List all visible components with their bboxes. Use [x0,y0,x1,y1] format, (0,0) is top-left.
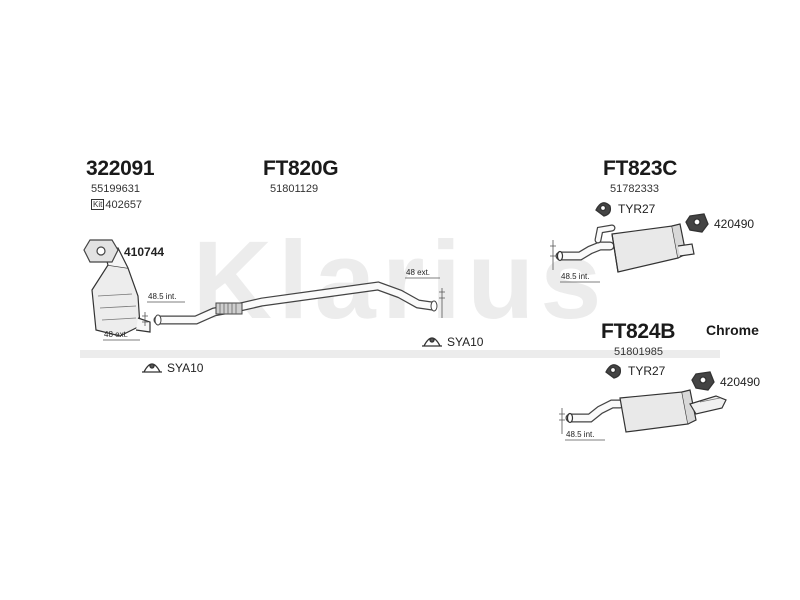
hanger-a-label: TYR27 [618,202,656,216]
rubber-b-shape [691,371,715,391]
rear-box-b-finish: Chrome [706,322,759,338]
rear-a-int-dim: 48.5 int. [561,272,590,281]
dimension-lines [103,240,605,441]
front-pipe-number: 322091 [86,157,155,180]
centre-pipe-oe: 51801129 [270,183,319,195]
clamp-mid-shape [422,337,442,347]
hanger-b-label: TYR27 [628,364,666,378]
kit-icon: Kit [91,199,105,210]
rubber-a-label: 420490 [714,217,755,231]
hanger-b-shape [605,364,622,379]
rear-box-a-drawing [555,223,695,273]
rear-box-a-oe: 51782333 [610,183,659,195]
front-pipe-drawing [91,247,151,337]
watermark-bar [80,350,720,358]
centre-pipe-drawing [153,281,438,326]
rubber-b-label: 420490 [720,375,761,389]
rear-b-int-dim: 48.5 int. [566,430,595,439]
rear-box-b-drawing [565,389,727,433]
clamp-front-label: SYA10 [167,361,204,375]
clamp-mid-label: SYA10 [447,335,484,349]
front-ext-dim: 48 ext. [104,330,129,339]
clamp-front-shape [142,363,162,373]
front-pipe-kit-number: 402657 [105,199,143,211]
hanger-a-shape [595,202,612,217]
mid-ext-dim: 48 ext. [406,268,431,277]
rubber-a-shape [685,213,709,233]
rear-box-a-number: FT823C [603,157,678,180]
front-pipe-oe: 55199631 [91,183,140,195]
front-mount-shape [83,239,119,263]
front-int-dim: 48.5 int. [148,292,177,301]
front-mount-label: 410744 [124,245,165,259]
rear-box-b-oe: 51801985 [614,346,663,358]
centre-pipe-number: FT820G [263,157,339,180]
watermark-text: Klarius [193,219,608,342]
rear-box-b-number: FT824B [601,320,676,343]
